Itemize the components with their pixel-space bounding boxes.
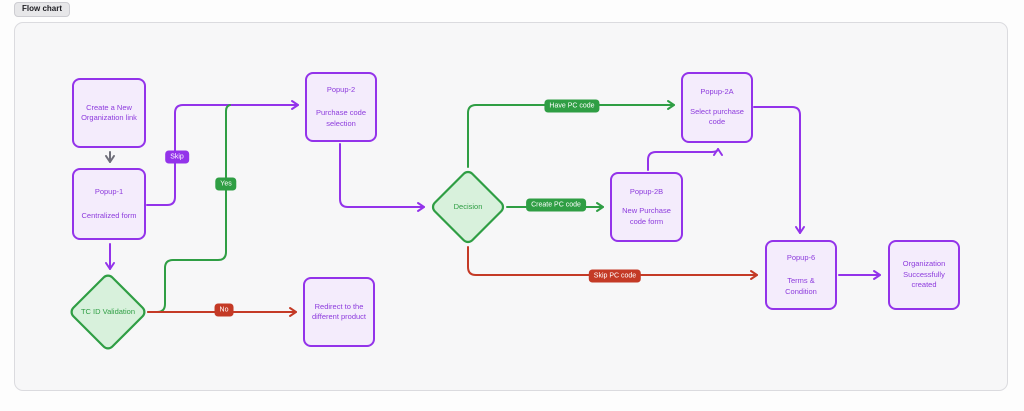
node-popup2a[interactable]: Popup-2A Select purchase code (681, 72, 753, 143)
diamond-decision-label: Decision (453, 201, 483, 211)
edge-label-skip[interactable]: Skip (165, 150, 189, 164)
node-popup2-subtitle: Purchase code selection (315, 108, 367, 128)
diamond-tcid-validation-label: TC ID Validation (80, 306, 136, 316)
node-popup1-subtitle: Centralized form (81, 210, 137, 220)
edge-label-yes[interactable]: Yes (215, 177, 237, 191)
node-popup6-title: Popup-6 (786, 252, 816, 262)
flowchart-canvas (14, 22, 1008, 391)
node-popup6[interactable]: Popup-6 Terms & Condition (765, 240, 837, 310)
node-popup2b-subtitle: New Purchase code form (622, 206, 671, 226)
node-popup6-subtitle: Terms & Condition (785, 276, 817, 296)
node-popup2b[interactable]: Popup-2B New Purchase code form (610, 172, 683, 242)
edge-label-have-pc-code[interactable]: Have PC code (544, 99, 600, 113)
node-popup1-title: Popup-1 (94, 187, 124, 196)
node-popup2a-subtitle: Select purchase code (690, 106, 744, 127)
node-popup1[interactable]: Popup-1 Centralized form (72, 168, 146, 240)
edge-label-create-pc-code[interactable]: Create PC code (526, 198, 586, 212)
edge-label-no[interactable]: No (214, 303, 234, 317)
node-redirect-product[interactable]: Redirect to the different product (303, 277, 375, 347)
node-popup2-title: Popup-2 (326, 84, 356, 94)
node-popup2a-title: Popup-2A (700, 87, 734, 97)
node-organization-created[interactable]: Organization Successfully created (888, 240, 960, 310)
node-redirect-product-label: Redirect to the different product (311, 301, 367, 322)
node-organization-created-label: Organization Successfully created (902, 259, 946, 290)
node-create-organization-label: Create a New Organization link (81, 102, 137, 123)
edge-label-skip-pc-code[interactable]: Skip PC code (588, 269, 642, 283)
node-popup2[interactable]: Popup-2 Purchase code selection (305, 72, 377, 142)
node-create-organization[interactable]: Create a New Organization link (72, 78, 146, 148)
node-popup2b-title: Popup-2B (629, 186, 664, 196)
tab-flow-chart[interactable]: Flow chart (14, 2, 71, 17)
